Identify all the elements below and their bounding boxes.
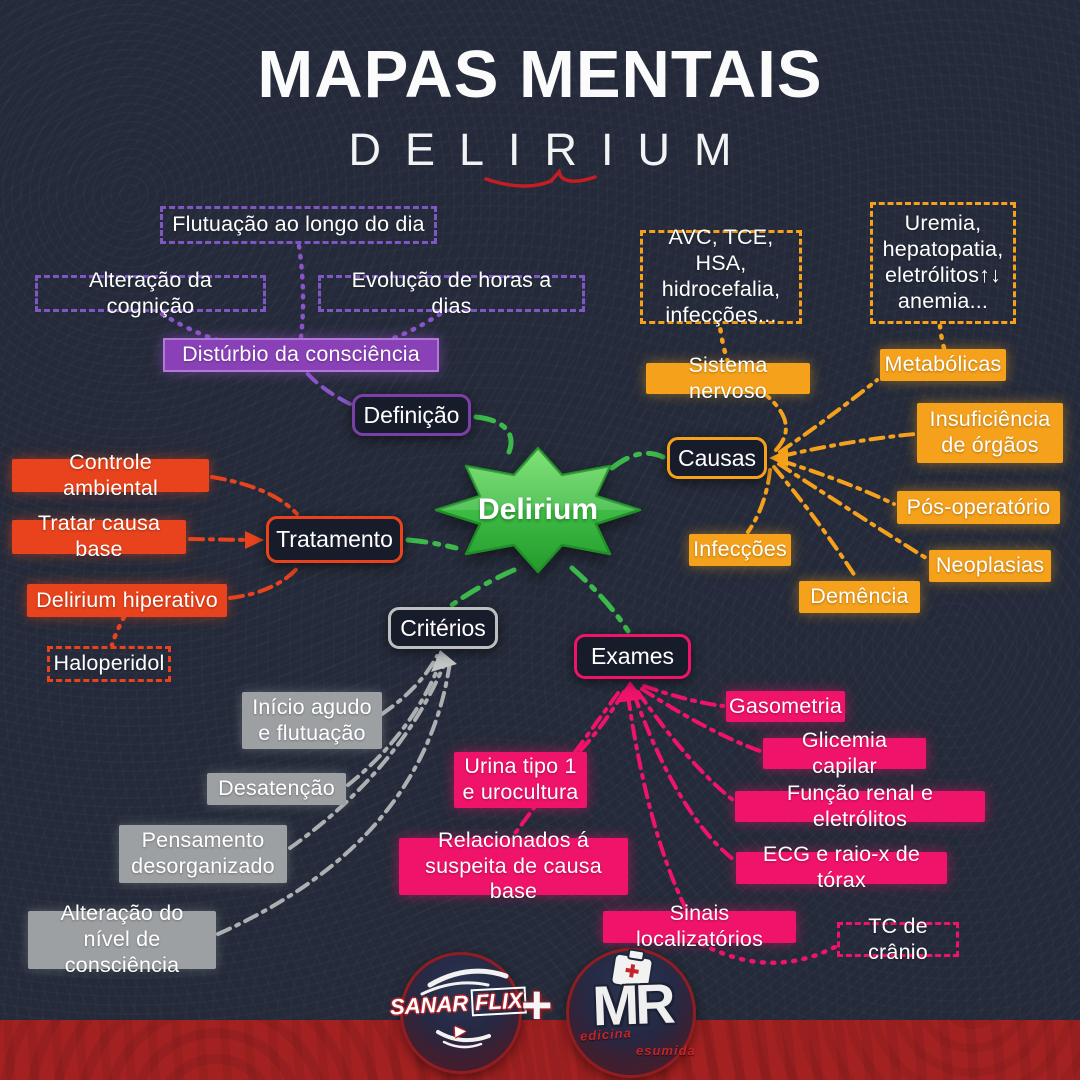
causas-arrow-icon — [769, 449, 788, 467]
red-branch-lines — [109, 475, 302, 648]
mr-word-resumida: esumida — [636, 1043, 696, 1058]
leaf-infeccoes: Infecções — [689, 534, 791, 566]
tratamento-arrow-icon — [245, 531, 264, 549]
leaf-sinais-localizatorios: Sinais localizatórios — [603, 901, 796, 951]
leaf-demencia: Demência — [799, 581, 920, 613]
leaf-desatencao: Desatenção — [207, 773, 346, 805]
leaf-metabolicas: Metabólicas — [880, 349, 1006, 381]
leaf-funcao-renal: Função renal e eletrólitos — [735, 781, 985, 831]
gray-branch-lines — [216, 654, 452, 936]
leaf-haloperidol: Haloperidol — [47, 646, 171, 682]
criterios-arrow-icon — [431, 650, 457, 672]
footer-band — [0, 1020, 1080, 1080]
leaf-neoplasias: Neoplasias — [929, 550, 1051, 582]
leaf-inicio-agudo: Início agudo e flutuação — [242, 692, 382, 749]
green-branch-lines — [405, 414, 666, 634]
sanar-text: SANAR — [389, 990, 469, 1020]
node-criterios: Critérios — [388, 607, 498, 649]
page-subtitle: DELIRIUM — [348, 124, 756, 175]
leaf-avc-tce-hsa: AVC, TCE, HSA, hidrocefalia, infecções..… — [640, 225, 802, 327]
leaf-pos-operatorio: Pós-operatório — [897, 491, 1060, 524]
page-title: MAPAS MENTAIS — [257, 37, 823, 112]
leaf-glicemia-capilar: Glicemia capilar — [763, 728, 926, 778]
flix-text: FLIX — [470, 986, 528, 1017]
leaf-alteracao-nivel-consciencia: Alteração do nível de consciência — [28, 901, 216, 977]
leaf-delirium-hiperativo: Delirium hiperativo — [27, 584, 227, 617]
flix-arrow-icon: ▶ — [454, 1022, 466, 1039]
leaf-insuficiencia-orgaos: Insuficiência de órgãos — [917, 403, 1063, 463]
leaf-evolucao-horas: Evolução de horas a dias — [318, 268, 585, 318]
purple-branch-lines — [159, 243, 443, 406]
leaf-relacionados-causa-base: Relacionados á suspeita de causa base — [399, 828, 628, 903]
orange-branch-lines — [717, 323, 947, 581]
delirium-star-icon — [434, 446, 642, 574]
center-node-label: Delirium — [477, 493, 599, 526]
title-underline-flourish — [484, 168, 597, 188]
leaf-ecg-raiox: ECG e raio-x de tórax — [736, 842, 947, 892]
plus-icon: + — [521, 975, 553, 1035]
leaf-flutuacao: Flutuação ao longo do dia — [160, 206, 437, 244]
leaf-alteracao-cognicao: Alteração da cognição — [35, 268, 266, 318]
leaf-sistema-nervoso: Sistema nervoso — [646, 353, 810, 403]
leaf-tc-cranio: TC de crânio — [837, 914, 959, 964]
node-definicao: Definição — [352, 394, 471, 436]
node-causas: Causas — [667, 437, 767, 479]
node-exames: Exames — [574, 634, 691, 679]
leaf-uremia-metabolicas: Uremia, hepatopatia, eletrólitos↑↓ anemi… — [870, 202, 1016, 324]
leaf-tratar-causa-base: Tratar causa base — [12, 511, 186, 561]
leaf-pensamento-desorganizado: Pensamento desorganizado — [119, 825, 287, 883]
pink-branch-lines — [511, 684, 838, 966]
exames-arrow-icon — [615, 681, 644, 703]
node-tratamento: Tratamento — [266, 516, 403, 563]
leaf-urina-urocultura: Urina tipo 1 e urocultura — [454, 752, 587, 808]
leaf-gasometria: Gasometria — [726, 691, 845, 722]
leaf-disturbio-consciencia: Distúrbio da consciência — [163, 338, 439, 372]
leaf-controle-ambiental: Controle ambiental — [12, 450, 209, 500]
